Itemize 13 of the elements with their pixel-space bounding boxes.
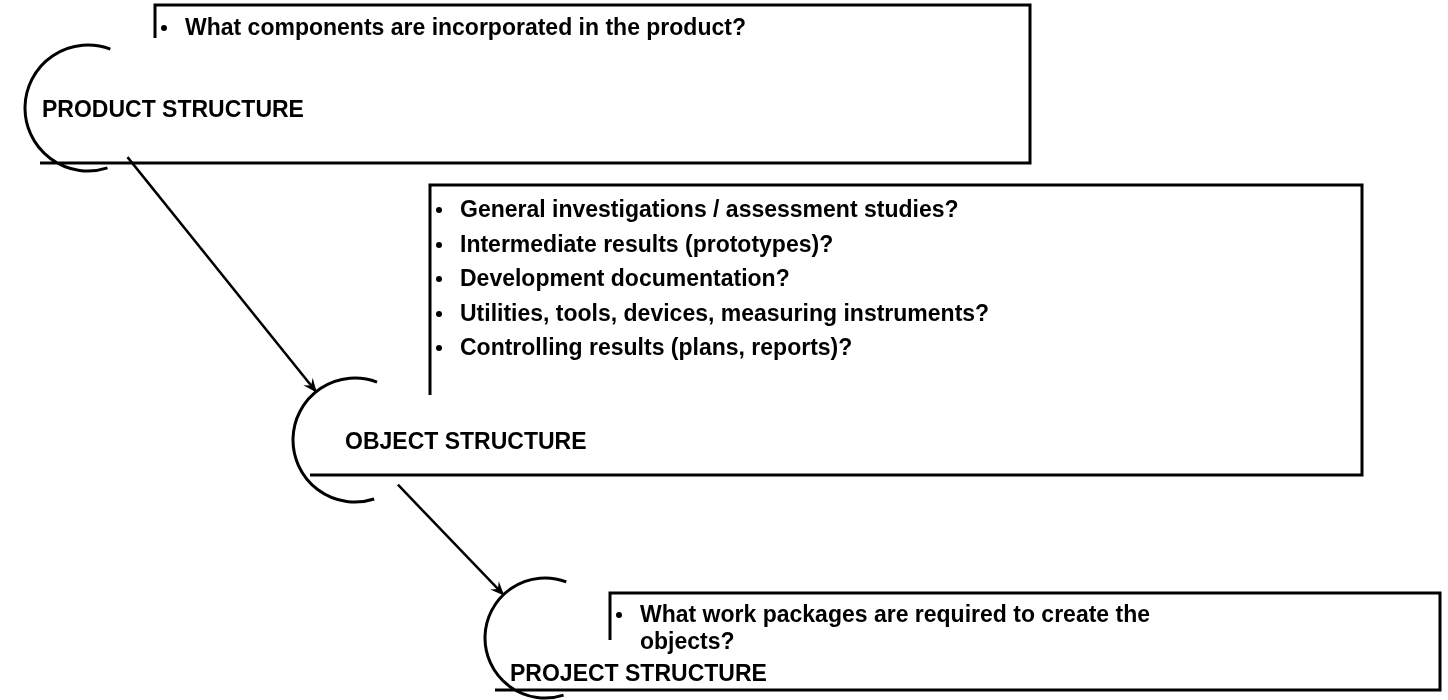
bullet-question: Utilities, tools, devices, measuring instruments? <box>460 299 991 327</box>
bullet-question: General investigations / assessment studies? <box>460 196 960 223</box>
bullet-question: Controlling results (plans, reports)? <box>460 334 854 361</box>
structure-heading: OBJECT STRUCTURE <box>345 428 587 455</box>
bullet-question: Intermediate results (prototypes)? <box>460 230 835 258</box>
structure-node <box>20 3 1035 175</box>
bullet-question: What work packages are required to create the objects? <box>640 601 1151 655</box>
structure-heading: PRODUCT STRUCTURE <box>42 96 304 123</box>
arrow <box>126 156 318 393</box>
structure-heading: PROJECT STRUCTURE <box>510 660 767 687</box>
bullet-question: What components are incorporated in the product? <box>185 14 747 41</box>
bullet-question: Development documentation? <box>460 265 791 292</box>
arrow <box>397 483 505 596</box>
